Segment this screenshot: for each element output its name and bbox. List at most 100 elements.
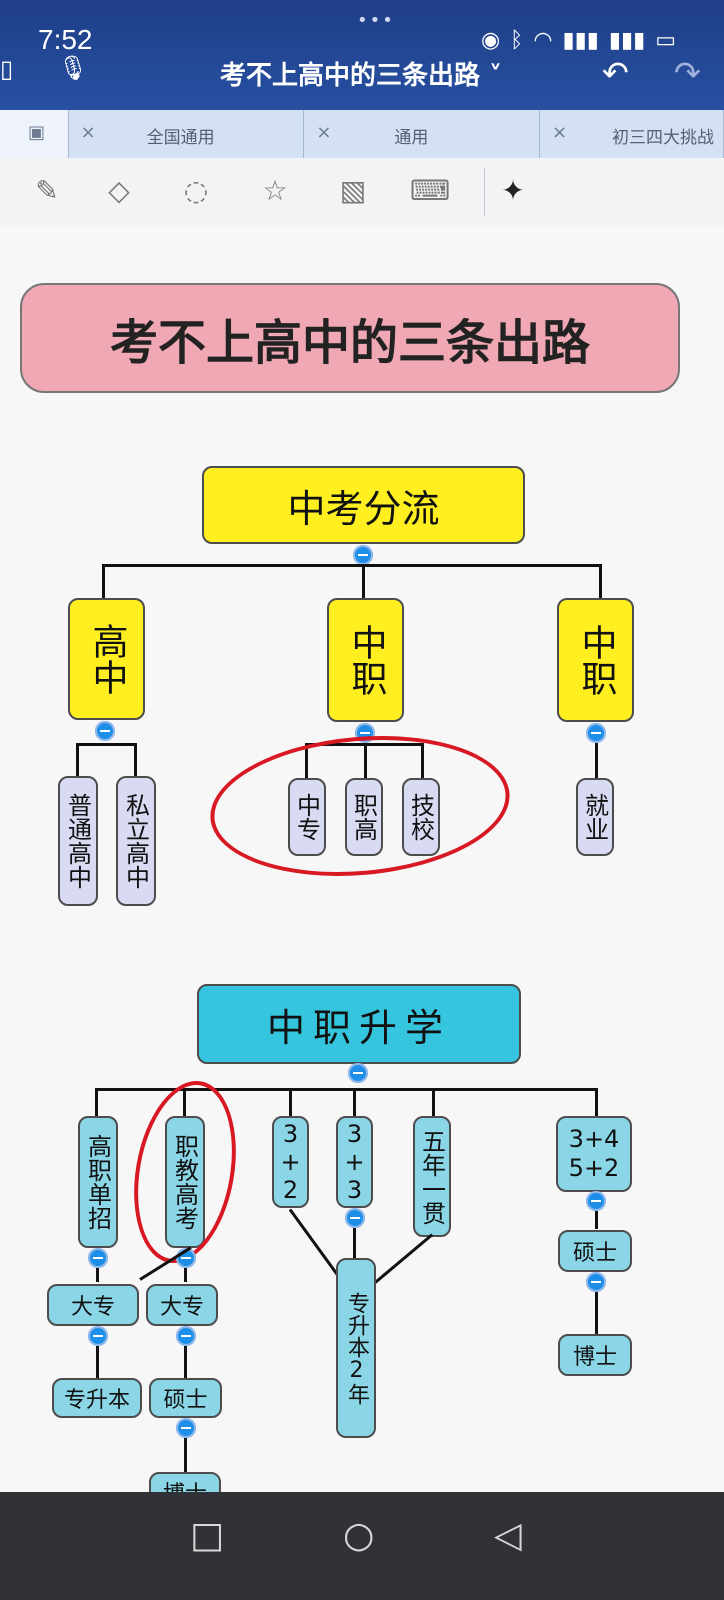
node-master-a: 硕士 [149,1378,222,1418]
node-technical-school: 技校 [402,778,440,856]
connector-line [599,564,602,598]
lasso-icon[interactable]: ◌ [183,174,209,207]
branch-higher-vocational-enrollment: 高职单招 [78,1116,118,1248]
branch-3-plus-2: 3+2 [272,1116,309,1208]
battery-icon: ▭ [655,28,676,53]
connector-line [96,1346,99,1378]
branch-vocational-a: 中职 [327,598,404,722]
connector-line [595,1211,598,1229]
branch-high-school: 高中 [68,598,145,720]
node-public-high-school: 普通高中 [58,776,98,906]
connector-line [95,1088,98,1116]
node-employment: 就业 [576,778,614,856]
back-icon[interactable]: ◁ [494,1515,522,1556]
branch-3-plus-3: 3+3 [336,1116,373,1208]
connector-line [134,743,137,776]
collapse-toggle-icon[interactable] [95,721,115,741]
clock: 7:52 [38,24,93,55]
wifi-icon: ◠ [533,28,553,53]
collapse-toggle-icon[interactable] [586,1191,606,1211]
toolbar-divider [484,168,485,216]
branch-3-plus-4-5-plus-2: 3+4 5+2 [556,1116,632,1192]
connector-line [432,1088,435,1116]
connector-line [102,564,602,567]
node-vocational-high: 职高 [345,778,383,856]
tab-challenges[interactable]: × 初三四大挑战 [540,110,724,158]
status-icons: ◉ ᛒ ◠ ▮▮▮ ▮▮▮ ▭ [481,28,676,53]
page-icon: ▣ [28,122,46,143]
node-junior-college-b: 大专 [146,1284,218,1326]
document-icon[interactable]: ▯ [0,55,14,83]
collapse-toggle-icon[interactable] [586,723,606,743]
connector-line [102,564,105,598]
node-doctor-b: 博士 [558,1334,632,1376]
connector-line [289,1088,292,1116]
connector-line [595,743,598,778]
document-title[interactable]: 考不上高中的三条出路 ˅ [220,61,503,91]
window-handle-icon[interactable]: ••• [357,10,395,31]
collapse-toggle-icon[interactable] [348,1063,368,1083]
branch-vocational-b: 中职 [557,598,634,722]
home-icon[interactable]: ○ [343,1515,375,1556]
collapse-toggle-icon[interactable] [353,545,373,565]
recent-apps-icon[interactable]: □ [190,1515,225,1556]
tab-general[interactable]: × 通用 [304,110,541,158]
shapes-icon[interactable]: ◇ [108,174,130,207]
connector-line [362,564,365,598]
close-icon[interactable]: × [316,122,332,143]
connector-line [353,1088,356,1116]
node-upgrade-bachelor-two-years: 专升本2年 [336,1258,376,1438]
keyboard-icon[interactable]: ⌨ [410,174,451,207]
status-bar: ▯ 7:52 🎙 ••• 考不上高中的三条出路 ˅ ↶ ↷ ◉ ᛒ ◠ ▮▮▮ … [0,0,724,110]
connector-line [364,743,367,778]
collapse-toggle-icon[interactable] [88,1248,108,1268]
tab-current[interactable]: ▣ [0,110,69,158]
laser-pointer-icon[interactable]: ✦ [501,174,525,207]
connector-line [184,1346,187,1378]
image-icon[interactable]: ▧ [339,174,367,207]
connector-line [595,1292,598,1334]
undo-icon[interactable]: ↶ [602,54,629,92]
section-midterm-split: 中考分流 [202,466,525,544]
android-navigation-bar: □ ○ ◁ [0,1492,724,1600]
connector-line [421,743,424,778]
collapse-toggle-icon[interactable] [176,1326,196,1346]
microphone-muted-icon: 🎙 [58,54,89,82]
highlighter-icon[interactable]: ✎ [35,174,59,207]
signal-4g-icon: ▮▮▮ [608,28,646,53]
connector-line [76,743,137,746]
tab-bar: ▣ × 全国通用 × 通用 × 初三四大挑战 [0,110,724,159]
branch-vocational-gaokao: 职教高考 [165,1116,205,1248]
collapse-toggle-icon[interactable] [88,1326,108,1346]
connector-line [305,743,308,778]
connector-line [184,1268,187,1282]
drawing-toolbar: ✎ ◇ ◌ ☆ ▧ ⌨ ✦ [0,158,724,227]
connector-line [96,1268,99,1282]
close-icon[interactable]: × [80,122,96,143]
redo-icon[interactable]: ↷ [674,54,701,92]
bluetooth-icon: ᛒ [510,28,524,53]
collapse-toggle-icon[interactable] [345,1208,365,1228]
diagram-title: 考不上高中的三条出路 [20,283,680,393]
close-icon[interactable]: × [552,122,568,143]
connector-line [183,1088,186,1116]
collapse-toggle-icon[interactable] [586,1272,606,1292]
connector-line [95,1088,598,1091]
node-junior-college-a: 大专 [47,1284,139,1326]
eye-icon: ◉ [480,28,501,53]
section-vocational-advancement: 中职升学 [197,984,521,1064]
collapse-toggle-icon[interactable] [355,723,375,743]
sticker-icon[interactable]: ☆ [262,174,288,207]
node-master-b: 硕士 [558,1230,632,1272]
connector-line [184,1438,187,1472]
connector-line [353,1228,356,1258]
node-private-high-school: 私立高中 [116,776,156,906]
node-upgrade-bachelor-a: 专升本 [52,1378,142,1418]
tab-national[interactable]: × 全国通用 [69,110,305,158]
node-secondary-technical: 中专 [288,778,326,856]
branch-five-year-program: 五年一贯 [413,1116,451,1237]
connector-line [595,1088,598,1116]
connector-line [76,743,79,776]
signal-4g-icon: ▮▮▮ [562,28,599,53]
collapse-toggle-icon[interactable] [176,1418,196,1438]
